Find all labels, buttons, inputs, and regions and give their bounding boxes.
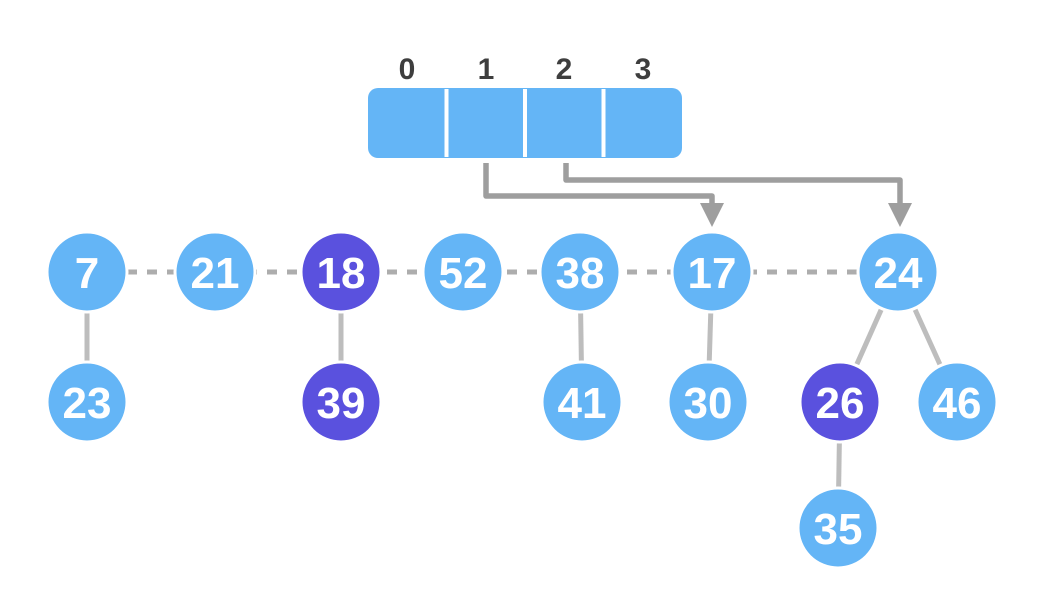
- node-39-circle: [299, 360, 383, 444]
- node-26-circle: [798, 360, 882, 444]
- node-30: 30: [666, 360, 750, 444]
- node-23: 23: [45, 360, 129, 444]
- bucket-array: 0 1 2 3: [368, 53, 682, 158]
- node-17-label: 17: [688, 249, 737, 298]
- node-39: 39: [299, 360, 383, 444]
- node-21-circle: [173, 230, 257, 314]
- node-7: 7: [45, 230, 129, 314]
- node-26: 26: [798, 360, 882, 444]
- index-label-0: 0: [399, 53, 416, 86]
- pointer-arrowhead-24: [888, 203, 912, 227]
- node-52: 52: [421, 230, 505, 314]
- index-label-3: 3: [635, 53, 652, 86]
- node-46-label: 46: [933, 379, 982, 428]
- node-35-label: 35: [814, 505, 863, 554]
- chain-nodes: 7 21 18 52 38 17 24: [45, 230, 940, 314]
- pointer-arrowhead-17: [700, 203, 724, 227]
- node-23-label: 23: [63, 379, 112, 428]
- node-7-circle: [45, 230, 129, 314]
- node-35-circle: [796, 486, 880, 570]
- node-38-circle: [538, 230, 622, 314]
- bucket-pointers: [483, 163, 912, 227]
- node-41: 41: [540, 360, 624, 444]
- node-39-label: 39: [317, 379, 366, 428]
- node-24-label: 24: [874, 249, 923, 298]
- index-label-2: 2: [556, 53, 573, 86]
- node-26-label: 26: [816, 379, 865, 428]
- node-23-circle: [45, 360, 129, 444]
- node-46: 46: [915, 360, 999, 444]
- node-18-label: 18: [317, 249, 366, 298]
- node-41-circle: [540, 360, 624, 444]
- node-21-label: 21: [191, 249, 240, 298]
- node-38-label: 38: [556, 249, 605, 298]
- node-18: 18: [299, 230, 383, 314]
- node-24-circle: [856, 230, 940, 314]
- index-label-1: 1: [478, 53, 495, 86]
- node-52-label: 52: [439, 249, 488, 298]
- child-nodes: 23 39 41 30 26 46 35: [45, 360, 999, 570]
- node-41-label: 41: [558, 379, 607, 428]
- node-30-circle: [666, 360, 750, 444]
- node-46-circle: [915, 360, 999, 444]
- pointer-arrow-bucket2-to-24: [563, 163, 903, 204]
- node-38: 38: [538, 230, 622, 314]
- node-30-label: 30: [684, 379, 733, 428]
- node-21: 21: [173, 230, 257, 314]
- node-17: 17: [670, 230, 754, 314]
- node-24: 24: [856, 230, 940, 314]
- node-35: 35: [796, 486, 880, 570]
- node-18-circle: [299, 230, 383, 314]
- node-52-circle: [421, 230, 505, 314]
- node-7-label: 7: [75, 249, 99, 298]
- node-17-circle: [670, 230, 754, 314]
- pointer-arrow-bucket1-to-17: [483, 163, 715, 204]
